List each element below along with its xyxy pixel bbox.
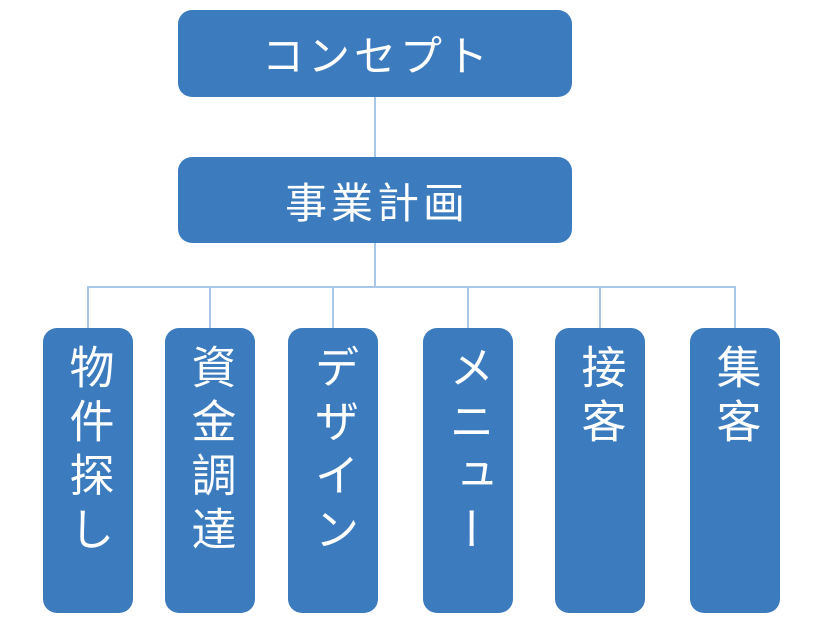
connector-drop-fundraising bbox=[209, 287, 211, 328]
node-business-plan-label: 事業計画 bbox=[284, 179, 469, 227]
connector-root-to-plan bbox=[374, 97, 376, 157]
connector-drop-attracting-customers bbox=[734, 287, 736, 328]
node-concept: コンセプト bbox=[178, 10, 572, 97]
node-property-search-label: 物件探し bbox=[62, 344, 114, 560]
node-menu-label: メニュー bbox=[442, 344, 494, 560]
node-fundraising: 資金調達 bbox=[165, 328, 255, 613]
node-fundraising-label: 資金調達 bbox=[184, 344, 236, 560]
connector-drop-customer-service bbox=[599, 287, 601, 328]
connector-bus-bar bbox=[87, 286, 736, 288]
node-property-search: 物件探し bbox=[43, 328, 133, 613]
connector-drop-property-search bbox=[87, 287, 89, 328]
node-concept-label: コンセプト bbox=[261, 33, 492, 80]
connector-drop-design bbox=[332, 287, 334, 328]
node-menu: メニュー bbox=[423, 328, 513, 613]
connector-drop-menu bbox=[467, 287, 469, 328]
node-design: デザイン bbox=[288, 328, 378, 613]
node-customer-service-label: 接客 bbox=[574, 344, 626, 452]
node-attracting-customers: 集客 bbox=[690, 328, 780, 613]
node-attracting-customers-label: 集客 bbox=[709, 344, 761, 452]
connector-plan-to-bus bbox=[374, 243, 376, 287]
node-business-plan: 事業計画 bbox=[178, 157, 572, 243]
node-design-label: デザイン bbox=[307, 344, 359, 560]
node-customer-service: 接客 bbox=[555, 328, 645, 613]
